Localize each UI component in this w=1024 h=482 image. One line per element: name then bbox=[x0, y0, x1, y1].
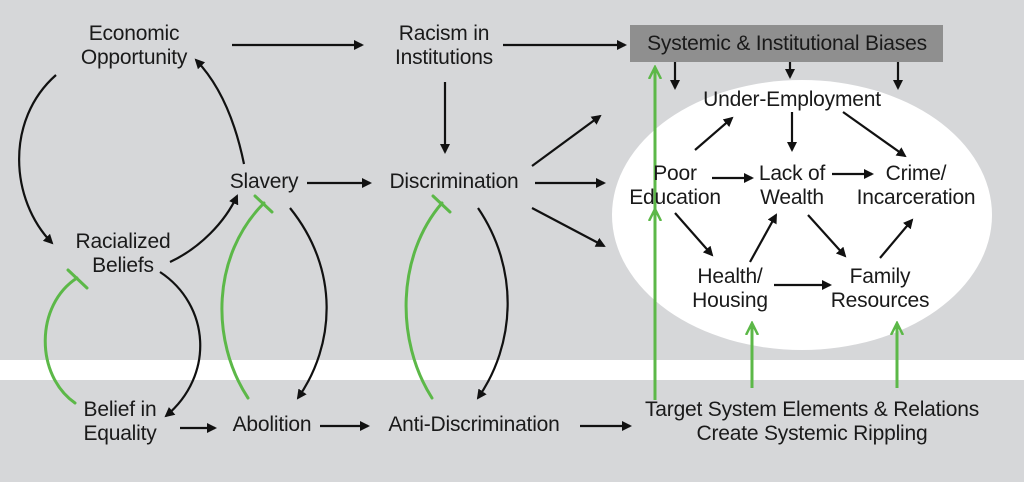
node-label-line: Beliefs bbox=[92, 254, 154, 277]
node-label-line: Education bbox=[629, 186, 721, 209]
arrow-poor-ed-to-health bbox=[674, 212, 714, 257]
node-label-line: Equality bbox=[83, 422, 157, 445]
inhibit-bar-racialized bbox=[66, 268, 89, 290]
lower-background bbox=[0, 380, 1024, 482]
node-poor-education: Poor Education bbox=[629, 162, 721, 210]
node-label-line: Under-Employment bbox=[703, 88, 881, 111]
node-racialized-beliefs: Racialized Beliefs bbox=[76, 230, 171, 278]
node-label-line: Systemic & Institutional Biases bbox=[647, 32, 927, 55]
node-anti-discrimination: Anti-Discrimination bbox=[388, 413, 559, 437]
node-label-line: Crime/ bbox=[885, 162, 947, 185]
node-label-line: Incarceration bbox=[856, 186, 976, 209]
node-discrimination: Discrimination bbox=[389, 170, 518, 194]
system-ellipse bbox=[612, 80, 992, 350]
inhibit-bar-discrimination bbox=[431, 194, 452, 214]
node-label-line: Poor bbox=[653, 162, 697, 185]
node-abolition: Abolition bbox=[233, 413, 312, 437]
node-label-line: Abolition bbox=[232, 413, 312, 436]
node-label-line: Belief in bbox=[83, 398, 157, 421]
node-label-line: Discrimination bbox=[389, 170, 519, 193]
node-lack-of-wealth: Lack of Wealth bbox=[758, 162, 826, 210]
node-label-line: Housing bbox=[692, 289, 768, 312]
node-racism-in-institutions: Racism in Institutions bbox=[395, 22, 493, 70]
node-label-line: Racism in bbox=[398, 22, 490, 45]
node-belief-in-equality: Belief in Equality bbox=[83, 398, 156, 446]
node-label-line: Slavery bbox=[229, 170, 299, 193]
arrow-slavery-to-abolition bbox=[289, 207, 328, 400]
node-under-employment: Under-Employment bbox=[703, 88, 881, 112]
arrow-discrimination-to-antidisc bbox=[476, 207, 509, 400]
node-label-line: Institutions bbox=[395, 46, 493, 69]
arrow-racialized-to-equality bbox=[159, 271, 202, 418]
node-economic-opportunity: Economic Opportunity bbox=[80, 22, 188, 70]
node-label-line: Wealth bbox=[760, 186, 824, 209]
node-label-line: Anti-Discrimination bbox=[388, 413, 560, 436]
divider-band bbox=[0, 360, 1024, 380]
node-slavery: Slavery bbox=[230, 170, 299, 194]
node-label-line: Opportunity bbox=[80, 46, 188, 69]
node-label-line: Create Systemic Rippling bbox=[696, 422, 928, 445]
inhibit-equality-to-racialized bbox=[43, 276, 79, 405]
node-label-line: Economic bbox=[88, 22, 180, 45]
inhibit-bar-slavery bbox=[253, 194, 274, 214]
arrow-underemp-to-crime bbox=[842, 111, 907, 158]
node-family-resources: Family Resources bbox=[831, 265, 930, 313]
node-crime-incarceration: Crime/ Incarceration bbox=[857, 162, 976, 210]
biases-box bbox=[630, 25, 943, 62]
node-systemic-biases: Systemic & Institutional Biases bbox=[647, 32, 927, 56]
node-target-system: Target System Elements & Relations Creat… bbox=[645, 398, 979, 446]
arrow-family-to-crime bbox=[879, 218, 914, 259]
arrow-health-to-wealth bbox=[749, 213, 777, 263]
arrow-poor-ed-to-underemp bbox=[694, 116, 734, 151]
node-health-housing: Health/ Housing bbox=[692, 265, 768, 313]
inhibit-antidisc-to-discrimination bbox=[404, 201, 444, 400]
arrow-slavery-to-econ bbox=[194, 58, 246, 165]
arrow-disc-to-ellipse-down bbox=[531, 207, 606, 247]
inhibit-abolition-to-slavery bbox=[220, 201, 266, 400]
node-label-line: Target System Elements & Relations bbox=[644, 398, 980, 421]
arrow-racialized-to-slavery bbox=[169, 194, 239, 263]
arrow-econ-to-racialized bbox=[18, 74, 57, 245]
node-label-line: Racialized bbox=[75, 230, 171, 253]
node-label-line: Lack of bbox=[758, 162, 826, 185]
node-label-line: Resources bbox=[830, 289, 930, 312]
node-label-line: Family bbox=[849, 265, 911, 288]
arrow-disc-to-ellipse-up bbox=[531, 114, 602, 167]
node-label-line: Health/ bbox=[697, 265, 763, 288]
arrow-wealth-to-family bbox=[807, 214, 847, 258]
